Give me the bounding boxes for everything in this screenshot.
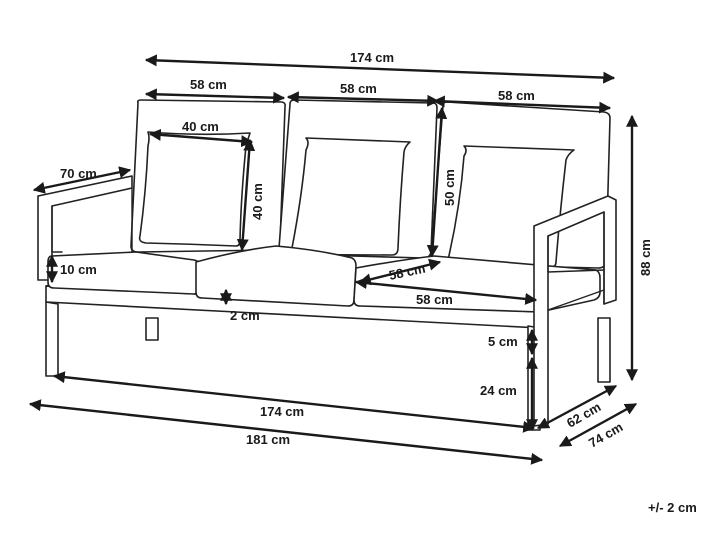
- label-back-cushion-height: 50 cm: [442, 169, 457, 206]
- label-total-width: 181 cm: [246, 432, 290, 447]
- label-leg-height: 24 cm: [480, 383, 517, 398]
- label-total-depth: 74 cm: [586, 419, 625, 450]
- label-inner-width: 174 cm: [260, 404, 304, 419]
- label-cushion-right-width: 58 cm: [498, 88, 535, 103]
- label-seat-cushion-thickness: 10 cm: [60, 262, 97, 277]
- pillow-middle: [290, 137, 411, 256]
- label-cushion-middle-width: 58 cm: [340, 81, 377, 96]
- pillow-right: [446, 145, 575, 269]
- dimension-lines: [28, 54, 638, 465]
- dimension-labels: 174 cm 58 cm 58 cm 58 cm 40 cm 70 cm 40 …: [60, 50, 697, 515]
- tolerance-note: +/- 2 cm: [648, 500, 697, 515]
- label-top-width: 174 cm: [350, 50, 394, 65]
- label-base-frame-height: 5 cm: [488, 334, 518, 349]
- label-pillow-width: 40 cm: [182, 119, 219, 134]
- sofa-drawing: [37, 99, 617, 431]
- left-armrest: [37, 175, 133, 281]
- pillow-left: [138, 131, 251, 247]
- label-total-height: 88 cm: [638, 239, 653, 276]
- label-seat-cushion-depth: 58 cm: [388, 261, 427, 283]
- back-legs: [145, 317, 611, 383]
- label-pillow-height: 40 cm: [250, 183, 265, 220]
- label-cushion-left-width: 58 cm: [190, 77, 227, 92]
- label-armrest-depth: 70 cm: [60, 166, 97, 181]
- seat-cushion-middle: [195, 245, 357, 307]
- label-seat-gap: 2 cm: [230, 308, 260, 323]
- label-seat-cushion-width: 58 cm: [416, 292, 453, 307]
